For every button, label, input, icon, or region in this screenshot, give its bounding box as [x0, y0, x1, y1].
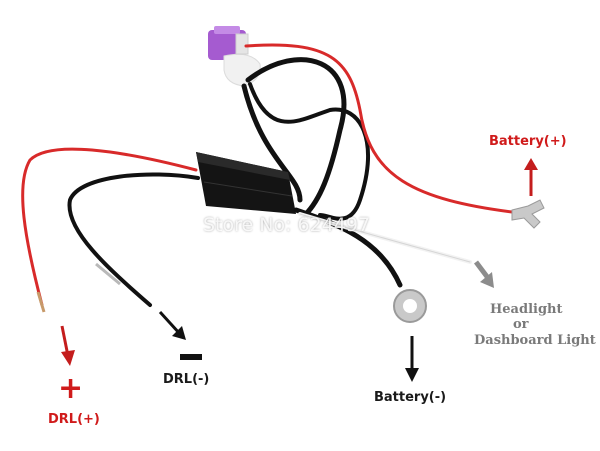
minus-symbol [180, 354, 202, 360]
fuse-holder [208, 26, 261, 87]
arrow-battery-negative [405, 336, 419, 382]
black-wire-loop [241, 57, 370, 221]
right-bundle [293, 207, 472, 288]
red-wire-drl-positive [21, 147, 198, 307]
label-headlight-line3: Dashboard Light [474, 333, 596, 348]
label-headlight-line1: Headlight [490, 302, 563, 317]
wire-ends [36, 262, 121, 313]
arrow-drl-negative [158, 310, 186, 340]
ring-terminal-battery-negative [393, 289, 427, 323]
label-battery-negative: Battery(-) [374, 390, 447, 405]
red-wire-battery-positive [244, 43, 522, 215]
label-drl-positive: DRL(+) [48, 412, 100, 427]
fork-terminal-battery-positive [511, 199, 545, 229]
label-drl-negative: DRL(-) [163, 372, 210, 387]
arrow-drl-positive [60, 325, 75, 366]
label-headlight-line2: or [513, 317, 529, 332]
label-battery-positive: Battery(+) [489, 134, 567, 149]
plus-symbol: + [58, 371, 84, 406]
store-watermark: Store No: 624497 [203, 214, 371, 236]
black-wire-drl-negative [67, 172, 200, 307]
arrow-headlight [474, 260, 494, 288]
control-box [196, 152, 296, 214]
arrow-battery-positive [524, 158, 538, 196]
